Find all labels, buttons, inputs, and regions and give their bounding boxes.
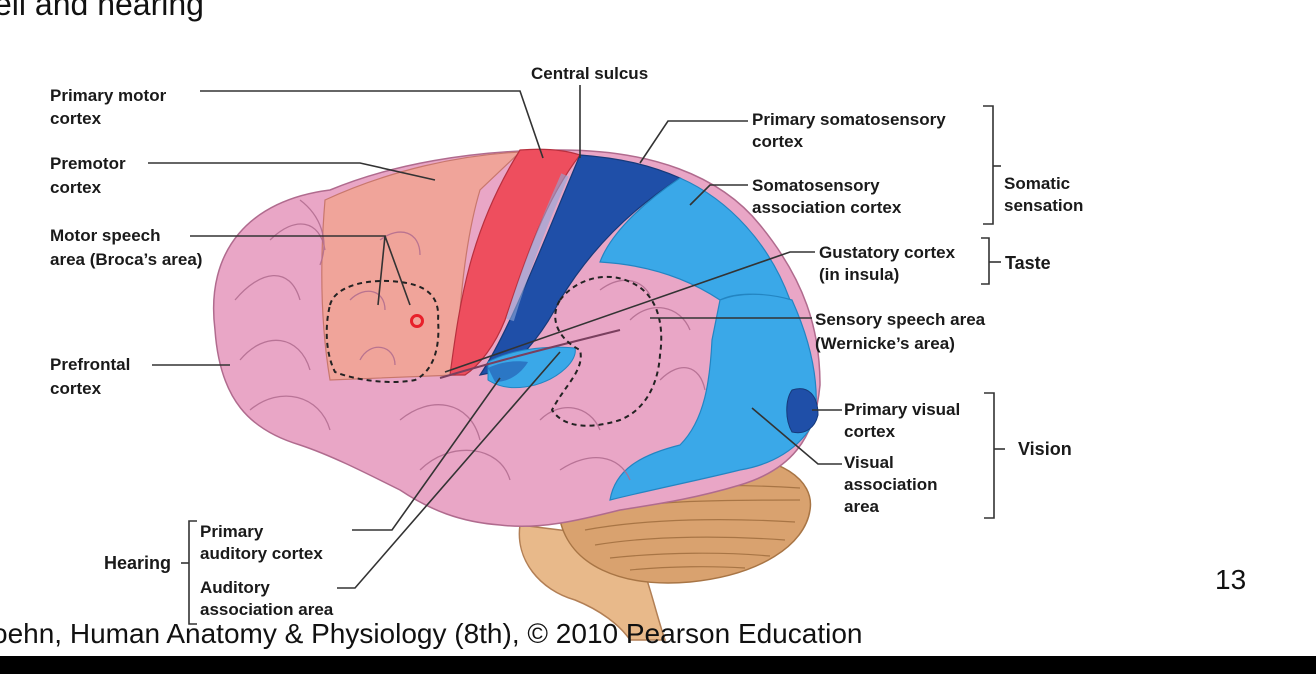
label-primary-auditory-1: Primary	[200, 522, 264, 541]
label-visual-association-3: area	[844, 497, 879, 516]
label-primary-auditory-2: auditory cortex	[200, 544, 323, 563]
primary-auditory-region	[488, 361, 528, 382]
premotor-region	[321, 151, 522, 381]
slide-title: ell and hearing	[0, 0, 204, 22]
label-premotor-2: cortex	[50, 178, 102, 197]
label-somatic-2: sensation	[1004, 196, 1084, 215]
label-somatic-1: Somatic	[1004, 174, 1071, 193]
label-primary-somatosensory-2: cortex	[752, 132, 804, 151]
label-auditory-association-1: Auditory	[200, 578, 270, 597]
label-visual-association-1: Visual	[844, 453, 894, 472]
label-visual-association-2: association	[844, 475, 938, 494]
label-sensory-speech-1: Sensory speech area	[815, 310, 986, 329]
label-gustatory-1: Gustatory cortex	[819, 243, 956, 262]
label-hearing: Hearing	[104, 553, 172, 573]
bottom-bar	[0, 656, 1316, 674]
label-motor-speech-2: area (Broca’s area)	[50, 250, 203, 269]
lateral-sulcus	[439, 329, 621, 379]
label-primary-motor-2: cortex	[50, 109, 102, 128]
gyri-lines	[234, 199, 706, 481]
label-primary-visual-1: Primary visual	[844, 400, 961, 419]
label-auditory-association-2: association area	[200, 600, 334, 619]
primary-visual-region	[786, 388, 819, 434]
source-credit: oehn, Human Anatomy & Physiology (8th), …	[0, 618, 863, 649]
broca-marker	[410, 314, 424, 328]
label-primary-motor-1: Primary motor	[50, 86, 167, 105]
label-somatosensory-association-2: association cortex	[752, 198, 902, 217]
page-number: 13	[1215, 564, 1247, 595]
label-gustatory-2: (in insula)	[819, 265, 900, 284]
visual-association-region	[609, 293, 817, 501]
label-primary-somatosensory-1: Primary somatosensory	[752, 110, 946, 129]
label-prefrontal-1: Prefrontal	[50, 355, 131, 374]
label-sensory-speech-2: (Wernicke’s area)	[815, 334, 955, 353]
label-primary-visual-2: cortex	[844, 422, 896, 441]
leader-lines	[148, 85, 1005, 625]
label-premotor-1: Premotor	[50, 154, 126, 173]
label-somatosensory-association-1: Somatosensory	[752, 176, 880, 195]
label-prefrontal-2: cortex	[50, 379, 102, 398]
somatosensory-highlight	[506, 173, 569, 322]
label-taste: Taste	[1005, 253, 1051, 273]
broca-area-outline	[325, 279, 440, 383]
label-vision: Vision	[1018, 439, 1072, 459]
label-motor-speech-1: Motor speech	[50, 226, 161, 245]
label-central-sulcus: Central sulcus	[531, 64, 649, 83]
